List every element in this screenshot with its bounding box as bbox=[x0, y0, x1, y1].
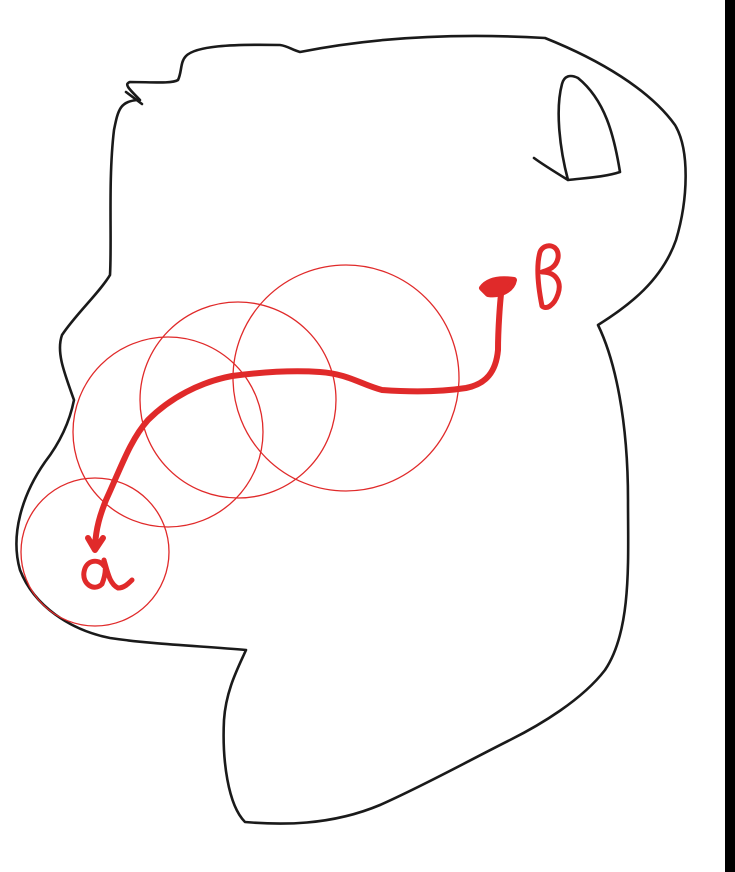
trajectory-arrowhead bbox=[85, 535, 106, 553]
trajectory-end-blob bbox=[479, 276, 517, 298]
label-beta bbox=[535, 243, 562, 310]
circle-3 bbox=[139, 301, 337, 499]
circle-2 bbox=[72, 336, 264, 528]
eye bbox=[532, 74, 622, 182]
right-edge-bar bbox=[725, 0, 735, 872]
label-alpha bbox=[81, 557, 135, 591]
outline-tick bbox=[124, 90, 144, 106]
head-outline bbox=[15, 34, 687, 825]
trajectory bbox=[92, 283, 505, 549]
circle-1 bbox=[20, 477, 170, 627]
